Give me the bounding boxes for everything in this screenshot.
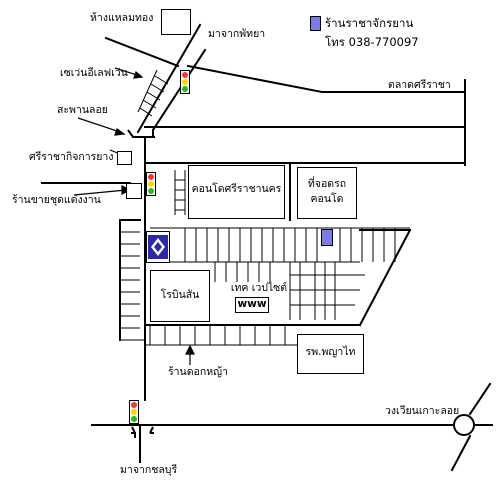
shop-marker (321, 229, 333, 246)
label-from-chonburi: มาจากชลบุรี (120, 464, 178, 476)
hospital-label: รพ.พญาไท (305, 346, 356, 358)
condo-sriracha-building (188, 165, 285, 219)
parking-stripes (120, 69, 410, 346)
road-to-ham-laem-thong (104, 36, 180, 68)
ham-laem-thong-box (161, 9, 191, 35)
label-seven-eleven: เซเว่นอีเลฟเว่น (60, 67, 128, 79)
traffic-light-icon (180, 70, 190, 94)
www-box (235, 297, 269, 313)
robinson-building (150, 270, 210, 322)
label-saphan-loi: สะพานลอย (57, 104, 108, 116)
legend-swatch (310, 16, 321, 31)
condo-sriracha-label: คอนโดศรีราชานคร (191, 183, 282, 195)
roundabout-icon (453, 414, 475, 436)
label-ham-laem-thong: ห้างแหลมทอง (90, 12, 154, 24)
hospital-building (297, 334, 364, 374)
robinson-label: โรบินสัน (160, 289, 200, 301)
label-from-pattaya: มาจากพัทยา (208, 28, 266, 40)
road-to-talat-sriracha (186, 64, 324, 94)
tech-website-label: เทค เวปไซต์ (230, 282, 288, 294)
label-sriracha-kit: ศรีราชากิจการยาง (29, 151, 114, 163)
traffic-light-icon (146, 172, 156, 196)
legend-phone: โทร 038-770097 (325, 35, 419, 49)
parking-condo-label-1: ที่จอดรถ (307, 178, 347, 190)
label-talat-sriracha: ตลาดศรีราชา (388, 79, 451, 91)
www-label: www (237, 298, 267, 310)
wedding-shop-box (126, 183, 142, 199)
parking-condo-label-2: คอนโด (310, 193, 344, 205)
road-to-pattaya (136, 23, 202, 134)
label-roundabout: วงเวียนเกาะลอย (385, 405, 460, 417)
label-wedding-shop: ร้านขายชุดแต่งงาน (12, 194, 101, 206)
sriracha-kit-box (117, 151, 132, 165)
label-flower-shop: ร้านดอกหญ้า (168, 366, 228, 378)
overpass-icon (127, 129, 155, 438)
bank-logo-icon (146, 231, 170, 263)
traffic-light-icon (129, 400, 139, 424)
parking-condo-building (297, 167, 357, 219)
legend-shop-name: ร้านราชาจักรยาน (325, 16, 414, 30)
